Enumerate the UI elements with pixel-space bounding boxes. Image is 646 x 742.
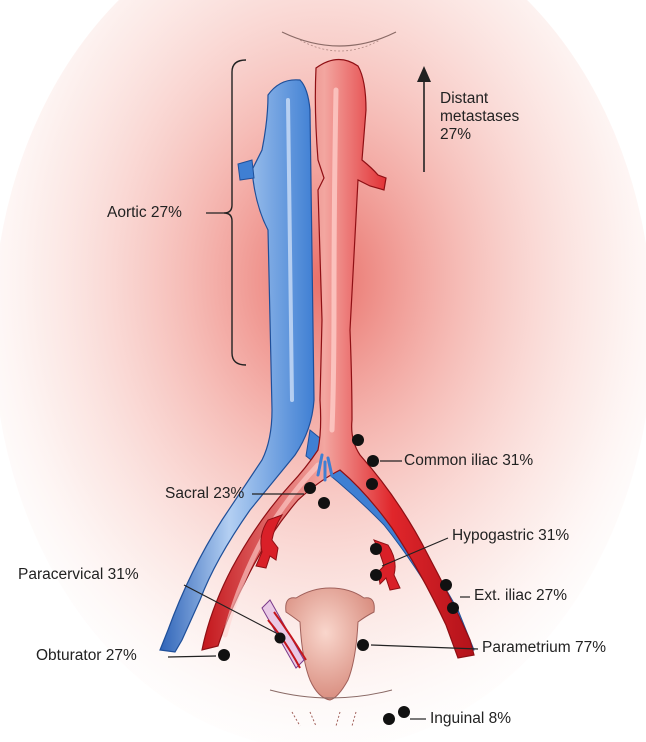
ext-iliac-label: Ext. iliac 27% [474,587,567,605]
nodes-paracervical [275,633,286,644]
obturator-label: Obturator 27% [36,647,137,665]
common-iliac-label: Common iliac 31% [404,452,533,470]
distant-metastases-label: Distant metastases 27% [440,90,519,143]
aortic-label: Aortic 27% [107,204,182,222]
distant-label-line2: metastases [440,108,519,126]
paracervical-label: Paracervical 31% [18,566,139,584]
distant-label-line1: Distant [440,90,519,108]
nodes-obturator [218,649,230,661]
nodes-parametrium [357,639,369,651]
sacral-label: Sacral 23% [165,485,244,503]
renal-vein-stub [238,160,254,180]
distant-label-line3: 27% [440,126,519,144]
hypogastric-label: Hypogastric 31% [452,527,569,545]
inguinal-label: Inguinal 8% [430,710,511,728]
parametrium-label: Parametrium 77% [482,639,606,657]
